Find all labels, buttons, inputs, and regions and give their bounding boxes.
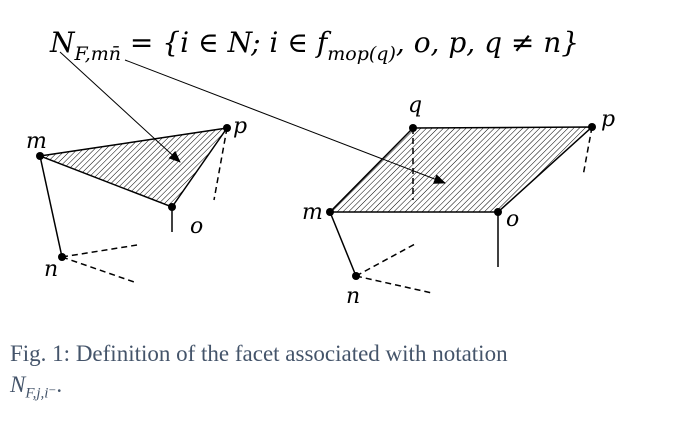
- svg-text:m: m: [26, 129, 47, 154]
- left-facet-diagram: m p o n: [26, 114, 247, 284]
- svg-text:p: p: [601, 107, 615, 132]
- svg-text:m: m: [302, 200, 323, 225]
- caption-notation: NF,j,i⁻: [10, 372, 57, 402]
- facet-diagram: NF,mn̄ = {i ∈ N; i ∈ fmop(q), o, p, q ≠ …: [26, 26, 615, 309]
- svg-text:o: o: [190, 214, 203, 239]
- caption-text: Fig. 1: Definition of the facet associat…: [10, 341, 508, 366]
- svg-text:n: n: [44, 257, 58, 282]
- svg-text:q: q: [408, 93, 422, 118]
- quad-facet: [328, 126, 594, 213]
- facet-equation: NF,mn̄ = {i ∈ N; i ∈ fmop(q), o, p, q ≠ …: [49, 26, 579, 65]
- svg-text:n: n: [346, 284, 360, 309]
- right-facet-diagram: q p m o n: [302, 93, 615, 309]
- triangle-facet: [37, 127, 229, 208]
- figure-caption: Fig. 1: Definition of the facet associat…: [10, 341, 508, 402]
- svg-text:o: o: [506, 207, 519, 232]
- svg-text:p: p: [233, 114, 247, 139]
